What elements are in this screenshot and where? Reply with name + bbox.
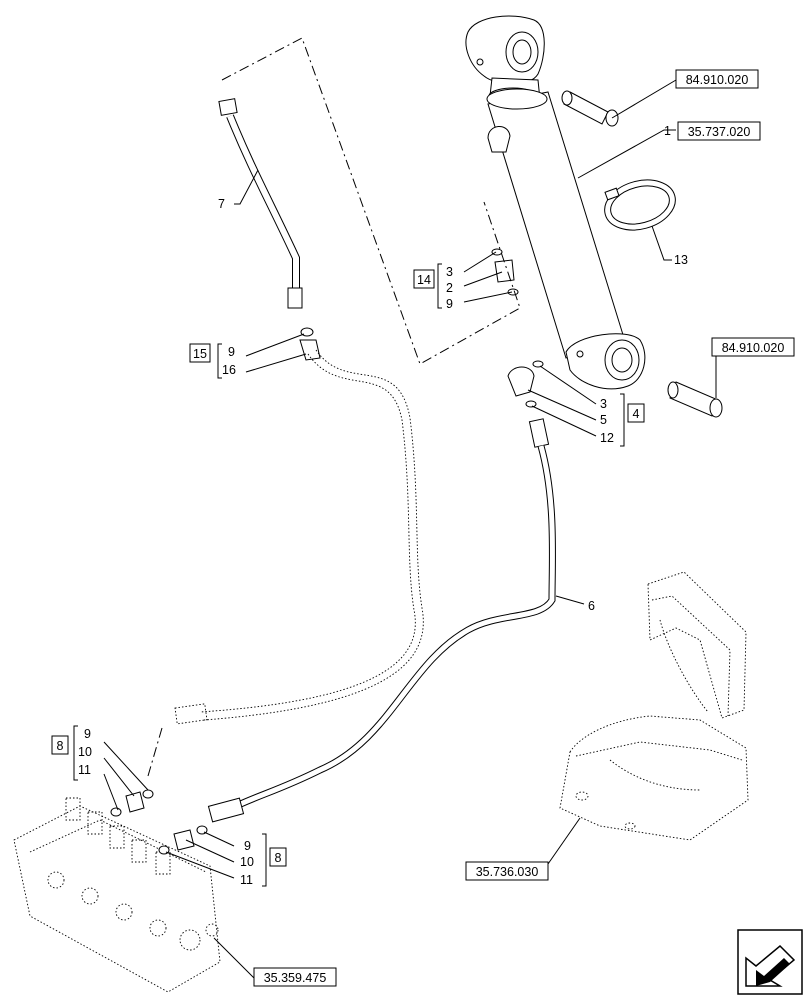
leader-lines bbox=[103, 79, 717, 979]
callout-10b: 10 bbox=[240, 855, 254, 869]
navigation-arrow-icon[interactable] bbox=[737, 929, 803, 995]
ref-pin-top: 84.910.020 bbox=[675, 69, 759, 89]
hose-dotted-left bbox=[199, 353, 416, 713]
svg-text:35.737.020: 35.737.020 bbox=[688, 125, 751, 139]
callout-2: 2 bbox=[446, 281, 453, 295]
pipe-7 bbox=[218, 98, 303, 309]
fitting-group-4 bbox=[507, 360, 544, 408]
callout-3b: 3 bbox=[600, 397, 607, 411]
ref-bracket: 35.736.030 bbox=[465, 861, 549, 881]
callout-9c: 9 bbox=[84, 727, 91, 741]
callout-6: 6 bbox=[588, 599, 595, 613]
fitting-group-8-lower bbox=[158, 825, 208, 855]
svg-text:8: 8 bbox=[57, 739, 64, 753]
dash-frame bbox=[221, 37, 521, 365]
callout-11b: 11 bbox=[240, 873, 253, 887]
callout-13: 13 bbox=[674, 253, 688, 267]
callout-7: 7 bbox=[218, 197, 225, 211]
control-valve bbox=[13, 797, 221, 993]
svg-text:14: 14 bbox=[417, 273, 431, 287]
pin-bottom bbox=[667, 381, 723, 418]
pin-top bbox=[561, 90, 619, 127]
hose-6 bbox=[207, 418, 556, 823]
hose-clamp bbox=[604, 179, 676, 231]
mounting-bracket bbox=[559, 571, 749, 841]
fitting-group-14 bbox=[491, 248, 519, 296]
svg-text:15: 15 bbox=[193, 347, 207, 361]
svg-text:4: 4 bbox=[633, 407, 640, 421]
ref-cylinder: 35.737.020 bbox=[677, 121, 761, 141]
hydraulic-cylinder bbox=[465, 15, 646, 390]
kit-box-15: 15 bbox=[189, 343, 211, 363]
group-braces bbox=[73, 263, 625, 887]
svg-text:35.359.475: 35.359.475 bbox=[264, 971, 327, 985]
ref-valve: 35.359.475 bbox=[253, 967, 337, 987]
svg-text:84.910.020: 84.910.020 bbox=[686, 73, 749, 87]
kit-box-8-upper: 8 bbox=[51, 735, 69, 755]
callout-9d: 9 bbox=[244, 839, 251, 853]
callout-10a: 10 bbox=[78, 745, 92, 759]
callout-12: 12 bbox=[600, 431, 614, 445]
callout-1: 1 bbox=[664, 124, 671, 138]
ref-pin-bottom: 84.910.020 bbox=[711, 337, 795, 357]
kit-box-14: 14 bbox=[413, 269, 435, 289]
callout-9b: 9 bbox=[228, 345, 235, 359]
callout-11a: 11 bbox=[78, 763, 91, 777]
svg-text:8: 8 bbox=[275, 851, 282, 865]
kit-box-4: 4 bbox=[627, 403, 645, 423]
callout-16: 16 bbox=[222, 363, 236, 377]
callout-3a: 3 bbox=[446, 265, 453, 279]
svg-text:84.910.020: 84.910.020 bbox=[722, 341, 785, 355]
svg-text:35.736.030: 35.736.030 bbox=[476, 865, 539, 879]
kit-box-8-lower: 8 bbox=[269, 847, 287, 867]
hose-end-fitting bbox=[174, 703, 208, 725]
callout-9a: 9 bbox=[446, 297, 453, 311]
callout-5: 5 bbox=[600, 413, 607, 427]
fitting-group-8-upper bbox=[110, 789, 154, 817]
